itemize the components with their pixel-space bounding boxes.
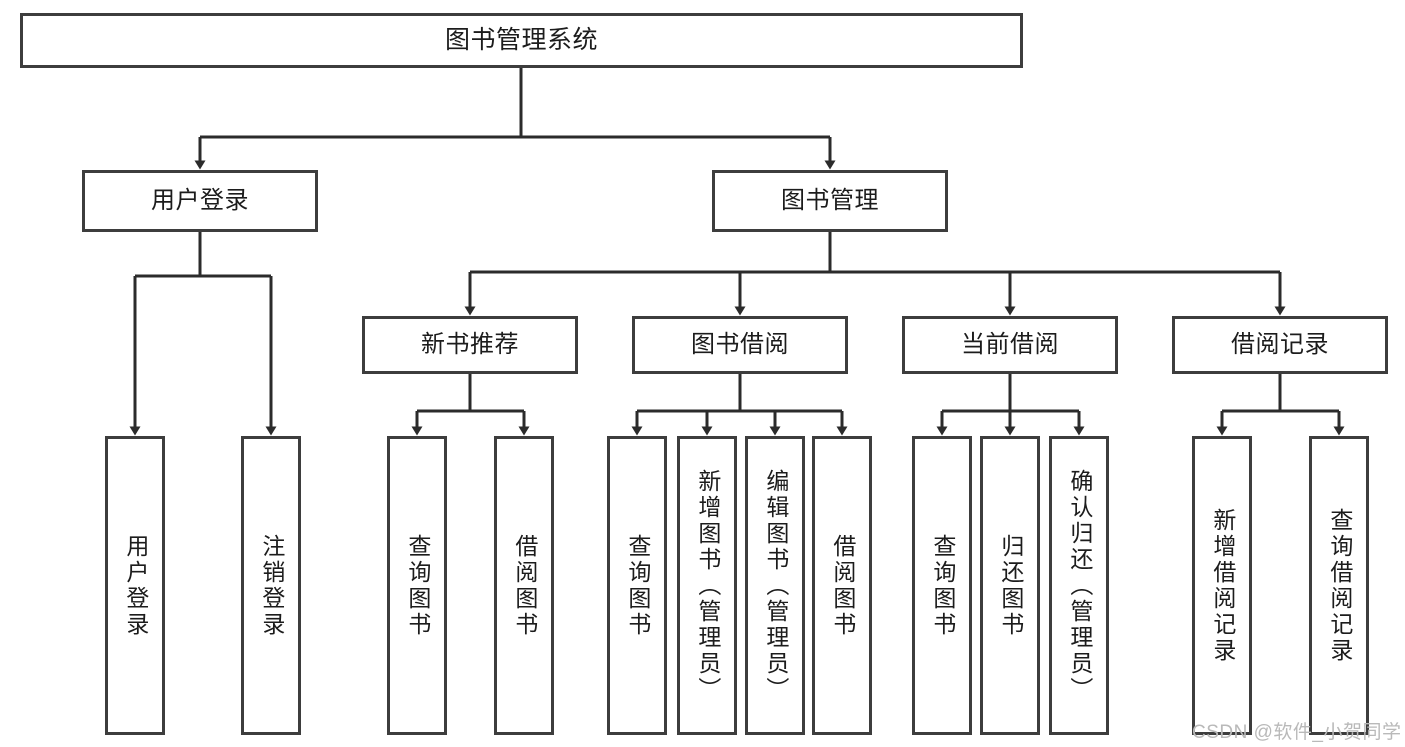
leaf-query-book-recommend[interactable]: 查询图书 (387, 436, 447, 735)
node-label: 归还图书 (997, 533, 1024, 638)
leaf-add-borrow-record[interactable]: 新增借阅记录 (1192, 436, 1252, 735)
node-label: 借阅记录 (1231, 330, 1329, 358)
node-label: 新书推荐 (421, 330, 519, 358)
leaf-user-login[interactable]: 用户登录 (105, 436, 165, 735)
leaf-borrow-book-recommend[interactable]: 借阅图书 (494, 436, 554, 735)
leaf-edit-book-admin[interactable]: 编辑图书（管理员） (745, 436, 805, 735)
node-label: 图书管理系统 (444, 25, 598, 54)
node-label: 注销登录 (258, 533, 285, 638)
node-label: 用户登录 (122, 533, 149, 638)
leaf-confirm-return-admin[interactable]: 确认归还（管理员） (1049, 436, 1109, 735)
node-borrow-record[interactable]: 借阅记录 (1172, 316, 1388, 374)
node-label: 查询图书 (624, 533, 651, 638)
node-label: 新增图书（管理员） (694, 468, 721, 703)
node-label: 用户登录 (151, 186, 249, 214)
node-label: 编辑图书（管理员） (762, 468, 789, 703)
node-label: 图书借阅 (691, 330, 789, 358)
node-label: 新增借阅记录 (1209, 507, 1236, 664)
leaf-borrow-book[interactable]: 借阅图书 (812, 436, 872, 735)
node-book-management[interactable]: 图书管理 (712, 170, 948, 232)
node-user-login[interactable]: 用户登录 (82, 170, 318, 232)
node-label: 借阅图书 (511, 533, 538, 638)
node-label: 查询借阅记录 (1326, 507, 1353, 664)
node-label: 当前借阅 (961, 330, 1059, 358)
node-label: 查询图书 (929, 533, 956, 638)
node-current-borrow[interactable]: 当前借阅 (902, 316, 1118, 374)
leaf-return-book[interactable]: 归还图书 (980, 436, 1040, 735)
leaf-query-borrow-record[interactable]: 查询借阅记录 (1309, 436, 1369, 735)
node-label: 图书管理 (781, 186, 879, 214)
node-label: 确认归还（管理员） (1066, 468, 1093, 703)
node-book-borrow[interactable]: 图书借阅 (632, 316, 848, 374)
leaf-query-book-current[interactable]: 查询图书 (912, 436, 972, 735)
leaf-logout[interactable]: 注销登录 (241, 436, 301, 735)
leaf-query-book-borrow[interactable]: 查询图书 (607, 436, 667, 735)
node-label: 借阅图书 (829, 533, 856, 638)
leaf-add-book-admin[interactable]: 新增图书（管理员） (677, 436, 737, 735)
node-new-book-recommend[interactable]: 新书推荐 (362, 316, 578, 374)
node-root-system[interactable]: 图书管理系统 (20, 13, 1023, 68)
node-label: 查询图书 (404, 533, 431, 638)
csdn-watermark: CSDN @软件_小贺同学 (1192, 722, 1402, 743)
